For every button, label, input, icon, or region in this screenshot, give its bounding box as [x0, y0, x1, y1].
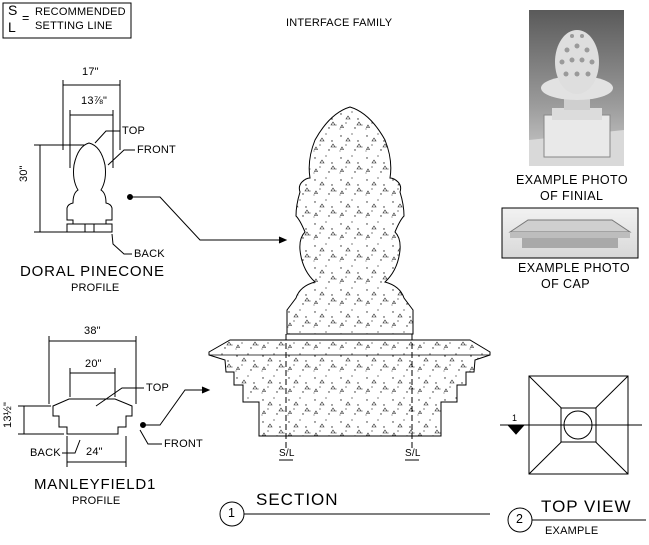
legend-symbol-top: S — [8, 2, 18, 18]
cap-subtitle: PROFILE — [72, 495, 121, 507]
cap-photo — [501, 207, 639, 259]
section-drawing — [208, 106, 491, 461]
cap-label-front: FRONT — [164, 438, 203, 450]
legend-equals: = — [22, 11, 30, 25]
top-view-number: 2 — [516, 512, 524, 526]
cap-dim-inner: 20" — [85, 358, 102, 370]
cap-caption-1: EXAMPLE PHOTO — [518, 261, 630, 275]
pinecone-profile-drawing — [34, 80, 135, 255]
cap-dim-height: 13½" — [2, 401, 14, 428]
legend-box — [2, 2, 132, 39]
finial-caption-1: EXAMPLE PHOTO — [516, 173, 628, 187]
finial-caption-2: OF FINIAL — [540, 189, 604, 203]
pinecone-label-front: FRONT — [137, 144, 176, 156]
pinecone-label-top: TOP — [122, 125, 146, 137]
reference-arrows — [127, 194, 288, 428]
legend-symbol-bottom: L — [8, 19, 17, 35]
page-title: INTERFACE FAMILY — [286, 17, 393, 29]
title-callouts — [219, 501, 646, 533]
top-view-subtitle: EXAMPLE — [545, 525, 599, 537]
cap-label-top: TOP — [146, 382, 170, 394]
top-view-title: TOP VIEW — [541, 497, 632, 516]
section-title: SECTION — [256, 490, 339, 509]
cap-dim-base: 24" — [86, 446, 103, 458]
pinecone-name: DORAL PINECONE — [20, 263, 165, 280]
section-setting-mark-left: S/L — [279, 448, 295, 459]
pinecone-label-back: BACK — [134, 248, 165, 260]
pinecone-dim-width: 17" — [82, 66, 99, 78]
section-number: 1 — [228, 506, 236, 520]
section-setting-mark-right: S/L — [405, 448, 421, 459]
cap-section — [208, 339, 491, 437]
top-view-level-mark: 1 — [512, 413, 518, 423]
pinecone-dim-height: 30" — [18, 165, 30, 182]
pinecone-dim-inner: 13⅞" — [81, 95, 108, 107]
finial-section — [286, 106, 414, 335]
cap-dim-width: 38" — [84, 325, 101, 337]
legend-line-2: SETTING LINE — [35, 20, 113, 32]
legend-line-1: RECOMMENDED — [35, 6, 126, 18]
cap-name: MANLEYFIELD1 — [34, 476, 157, 493]
finial-photo — [529, 10, 624, 166]
pinecone-subtitle: PROFILE — [71, 282, 120, 294]
top-view-drawing — [500, 375, 642, 475]
cap-label-back: BACK — [30, 447, 61, 459]
cap-caption-2: OF CAP — [541, 277, 590, 291]
cap-profile-drawing — [18, 336, 162, 467]
